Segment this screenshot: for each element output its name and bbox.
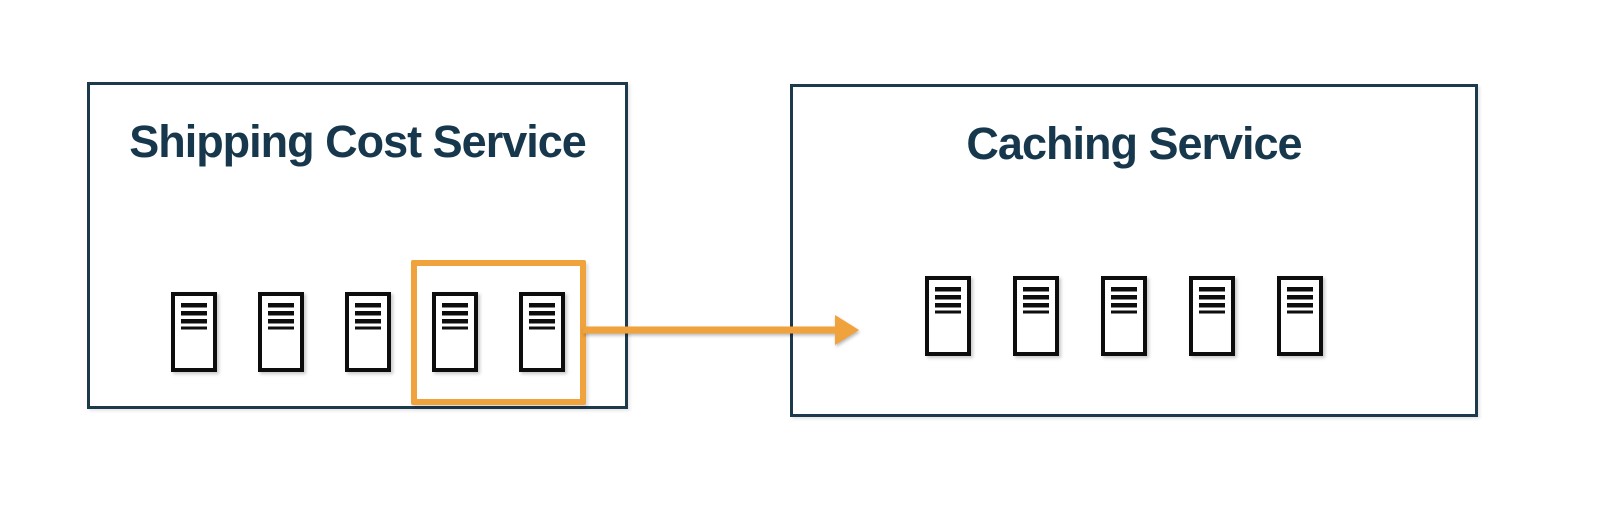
server-icon — [258, 292, 304, 372]
server-icon — [345, 292, 391, 372]
highlighted-servers-outline — [411, 260, 586, 405]
shipping-cost-service-box: Shipping Cost Service — [87, 82, 628, 409]
caching-server-group — [925, 276, 1323, 356]
arrow-head-icon — [835, 315, 859, 345]
server-icon — [519, 292, 565, 372]
caching-service-box: Caching Service — [790, 84, 1478, 417]
server-icon — [171, 292, 217, 372]
shipping-cost-service-title: Shipping Cost Service — [129, 116, 587, 167]
server-icon — [1101, 276, 1147, 356]
caching-service-title: Caching Service — [966, 118, 1302, 169]
scale-out-arrow — [583, 315, 859, 345]
server-icon — [1013, 276, 1059, 356]
shipping-server-group — [171, 292, 565, 372]
server-icon — [1189, 276, 1235, 356]
server-icon — [1277, 276, 1323, 356]
server-icon — [432, 292, 478, 372]
server-icon — [925, 276, 971, 356]
